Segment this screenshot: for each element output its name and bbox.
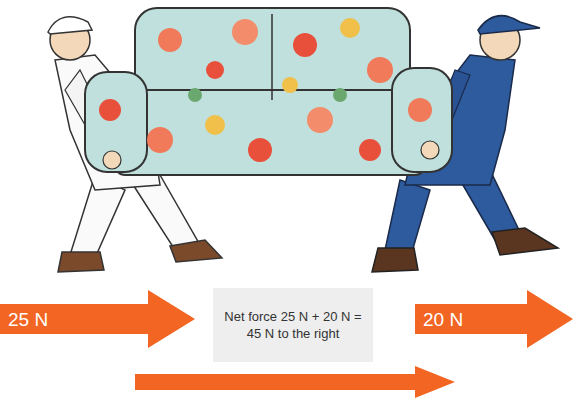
flower xyxy=(99,99,121,121)
sofa-back xyxy=(135,8,410,103)
flower xyxy=(293,33,317,57)
sofa-arm xyxy=(392,68,452,172)
sofa-seat xyxy=(115,90,425,175)
net-force-text: Net force 25 N + 20 N = 45 N to the righ… xyxy=(221,308,365,342)
force-arrow: 25 N xyxy=(0,290,195,348)
sofa-flowers xyxy=(99,18,432,162)
right-mover-hand xyxy=(421,141,439,159)
flower xyxy=(158,28,182,52)
sofa-seam xyxy=(271,14,273,100)
flower xyxy=(205,115,225,135)
flower xyxy=(147,127,173,153)
left-mover-shoe xyxy=(170,240,222,262)
flower xyxy=(206,61,224,79)
force-label: 25 N xyxy=(8,310,48,329)
flower xyxy=(408,98,432,122)
leaf xyxy=(188,88,202,102)
arrow-body xyxy=(0,290,195,348)
left-mover-hand xyxy=(103,151,121,169)
flower xyxy=(232,19,258,45)
arrow-body xyxy=(415,290,573,348)
sofa-arm xyxy=(85,72,147,172)
right-mover-cap xyxy=(478,16,540,34)
flower xyxy=(359,139,381,161)
right-mover-shoe xyxy=(372,248,418,272)
flower xyxy=(340,18,360,38)
flower xyxy=(367,57,393,83)
net-force-box: Net force 25 N + 20 N = 45 N to the righ… xyxy=(213,288,373,362)
flower xyxy=(307,107,333,133)
net-force-arrow xyxy=(135,366,455,398)
force-label: 20 N xyxy=(423,310,463,329)
flower xyxy=(282,77,298,93)
right-mover-shoe xyxy=(492,228,558,255)
left-mover-cap xyxy=(48,17,92,34)
leaf xyxy=(333,88,347,102)
force-arrow: 20 N xyxy=(415,290,573,348)
right-mover-leg xyxy=(385,180,430,252)
flower xyxy=(248,138,272,162)
left-mover-shoe xyxy=(58,252,104,272)
